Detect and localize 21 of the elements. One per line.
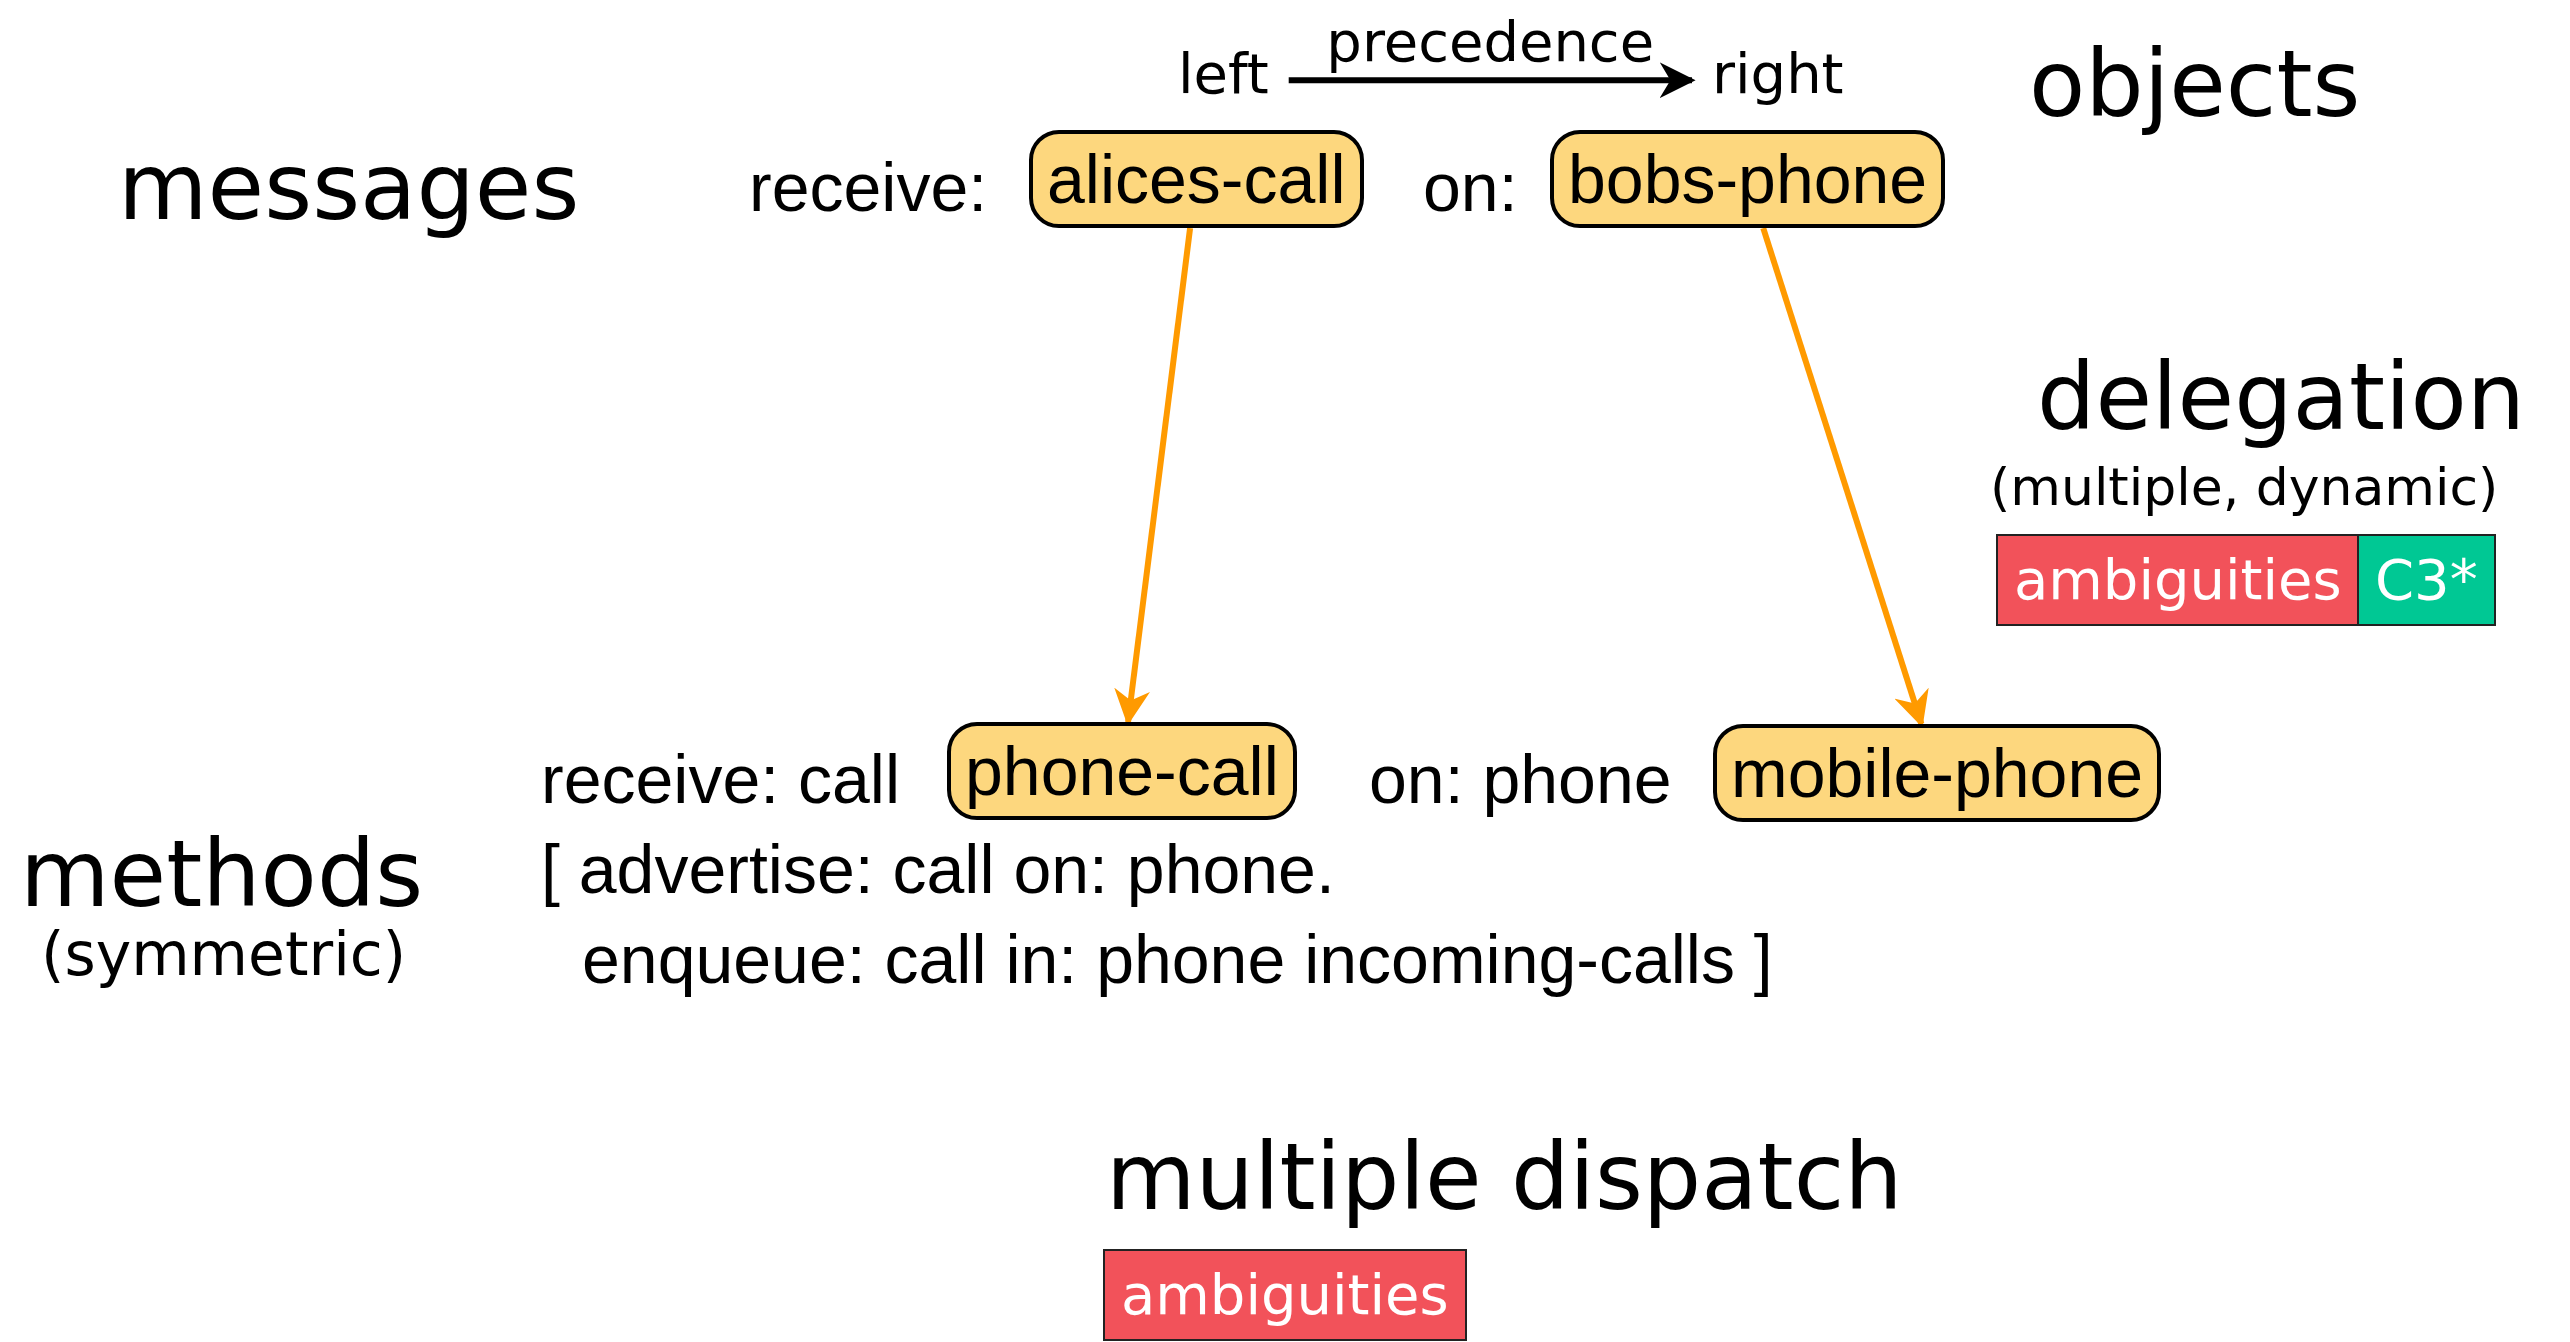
method-pill: mobile-phone xyxy=(1713,724,2162,823)
heading: messages xyxy=(118,135,580,241)
method-text: enqueue: call in: phone incoming-calls ] xyxy=(582,920,1773,999)
object-pill: alices-call xyxy=(1029,130,1364,229)
method-pill: phone-call xyxy=(947,722,1297,821)
subheading: (multiple, dynamic) xyxy=(1990,458,2499,518)
status-tag: C3* xyxy=(2357,534,2496,627)
heading: multiple dispatch xyxy=(1106,1125,1903,1231)
message-text: receive: xyxy=(749,148,988,227)
method-text: receive: call xyxy=(541,740,901,819)
status-tag: ambiguities xyxy=(1996,534,2360,627)
direction-word: right xyxy=(1712,42,1844,107)
message-text: on: xyxy=(1423,148,1518,227)
object-pill: bobs-phone xyxy=(1550,130,1946,229)
status-tag: ambiguities xyxy=(1103,1249,1467,1342)
heading: objects xyxy=(2029,32,2361,138)
heading: delegation xyxy=(2037,345,2526,451)
arrow xyxy=(1288,62,1696,99)
direction-word: left xyxy=(1178,42,1269,107)
method-text: on: phone xyxy=(1369,740,1672,819)
method-text: [ advertise: call on: phone. xyxy=(541,830,1335,909)
